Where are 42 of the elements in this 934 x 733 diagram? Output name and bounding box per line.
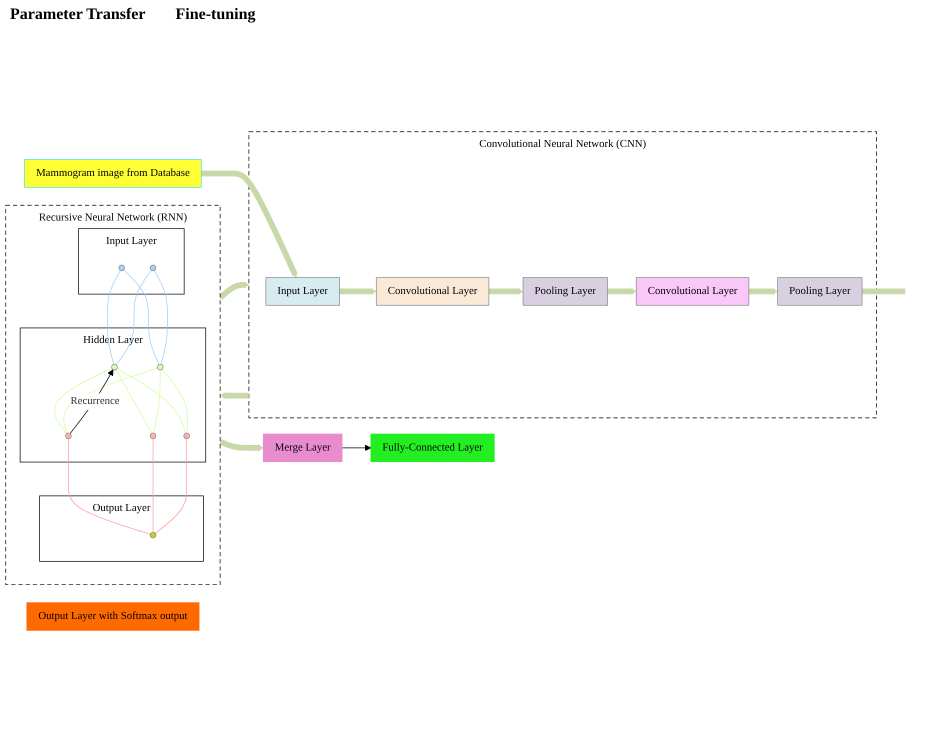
node-box: Mammogram image from Database (24, 159, 202, 188)
arrow (607, 288, 637, 295)
connector (116, 369, 152, 434)
connector (152, 438, 154, 532)
node-circle (111, 364, 118, 370)
arrow (218, 438, 264, 451)
node-box: Merge Layer (262, 434, 342, 462)
arrow (748, 288, 778, 295)
arrow (488, 288, 524, 295)
node-box: Fully-Connected Layer (370, 434, 495, 462)
node-circle (118, 264, 125, 272)
connector (153, 370, 161, 434)
arrow (342, 444, 372, 451)
connector (162, 368, 188, 434)
arrow (201, 170, 298, 278)
note-text: Parameter Transfer (10, 6, 146, 24)
cluster: Input Layer (78, 228, 185, 294)
note-text: Fine-tuning (176, 6, 256, 24)
node-box: Convolutional Layer (636, 277, 750, 306)
node-circle (65, 432, 72, 439)
node-circle (157, 364, 164, 370)
node-circle (150, 532, 156, 538)
connector (116, 368, 186, 434)
connector (154, 270, 168, 365)
connector (862, 288, 906, 294)
node-box: Output Layer with Softmax output (26, 602, 200, 631)
node-circle (150, 264, 156, 272)
node-box: Input Layer (266, 277, 340, 306)
node-box: Convolutional Layer (376, 277, 490, 306)
node-box: Pooling Layer (777, 277, 862, 306)
connector (116, 270, 152, 366)
cluster: Output Layer (39, 495, 204, 562)
connector (123, 269, 160, 365)
arrow (220, 392, 250, 399)
node-box: Pooling Layer (522, 277, 608, 306)
arrow (339, 288, 377, 295)
node-circle (150, 432, 156, 439)
connector (68, 438, 151, 535)
node-circle (183, 432, 190, 439)
connector (106, 270, 121, 365)
connector (154, 438, 188, 534)
edge-label: Recurrence (70, 395, 120, 407)
